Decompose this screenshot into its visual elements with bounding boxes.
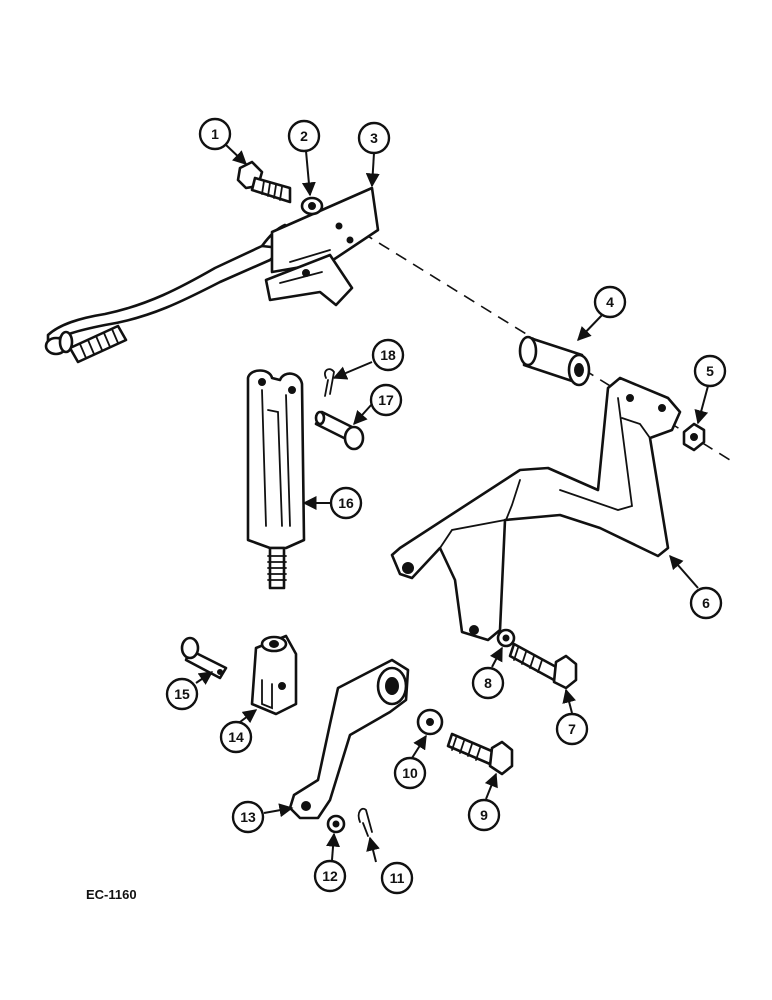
callout-4: 4: [593, 285, 627, 319]
svg-text:17: 17: [378, 392, 394, 408]
reference-code: EC-1160: [86, 887, 137, 902]
pedal-arm-assembly: [46, 186, 380, 347]
clevis-pin-part-15: [180, 636, 228, 680]
svg-text:7: 7: [568, 721, 576, 737]
clevis-part-14: [250, 634, 298, 716]
svg-text:12: 12: [322, 868, 338, 884]
callout-8: 8: [471, 666, 505, 700]
washer-part-2: [300, 196, 324, 216]
callout-18: 18: [371, 338, 405, 372]
bolt-part-1: [236, 160, 292, 204]
lever-arm-part-13: [288, 658, 410, 820]
callout-11: 11: [380, 861, 414, 895]
cotter-pin-part-18: [324, 368, 335, 397]
svg-text:1: 1: [211, 126, 219, 142]
svg-text:6: 6: [702, 595, 710, 611]
callout-7: 7: [555, 712, 589, 746]
nut-part-5: [682, 422, 706, 452]
svg-text:3: 3: [370, 130, 378, 146]
callout-3: 3: [357, 121, 391, 155]
callout-14: 14: [219, 720, 253, 754]
washer-part-10: [416, 708, 444, 736]
pin-part-17: [314, 410, 365, 451]
callout-10: 10: [393, 756, 427, 790]
svg-text:14: 14: [228, 729, 244, 745]
callout-13: 13: [231, 800, 265, 834]
callout-2: 2: [287, 119, 321, 153]
svg-text:5: 5: [706, 363, 714, 379]
svg-text:11: 11: [390, 870, 405, 886]
svg-text:18: 18: [380, 347, 396, 363]
callout-1: 1: [198, 117, 232, 151]
svg-text:4: 4: [606, 294, 614, 310]
washer-part-12: [326, 814, 346, 834]
support-bracket-part-6: [390, 376, 682, 642]
callout-15: 15: [165, 677, 199, 711]
bolt-part-9: [446, 732, 514, 776]
svg-text:10: 10: [402, 765, 418, 781]
svg-text:15: 15: [174, 686, 190, 702]
callout-9: 9: [467, 798, 501, 832]
spacer-tube-part-4: [518, 335, 591, 387]
svg-text:2: 2: [300, 128, 308, 144]
callout-12: 12: [313, 859, 347, 893]
callout-5: 5: [693, 354, 727, 388]
svg-text:8: 8: [484, 675, 492, 691]
washer-part-8: [496, 628, 516, 648]
svg-text:9: 9: [480, 807, 488, 823]
clevis-fork-part-16: [246, 369, 306, 590]
svg-text:16: 16: [338, 495, 354, 511]
callout-6: 6: [689, 586, 723, 620]
cotter-pin-part-11: [357, 807, 373, 837]
bolt-part-7: [508, 642, 578, 690]
leader-lines: [195, 144, 709, 863]
svg-text:13: 13: [240, 809, 256, 825]
callout-17: 17: [369, 383, 403, 417]
pedal-rubber-pad: [44, 324, 128, 364]
callout-16: 16: [329, 486, 363, 520]
